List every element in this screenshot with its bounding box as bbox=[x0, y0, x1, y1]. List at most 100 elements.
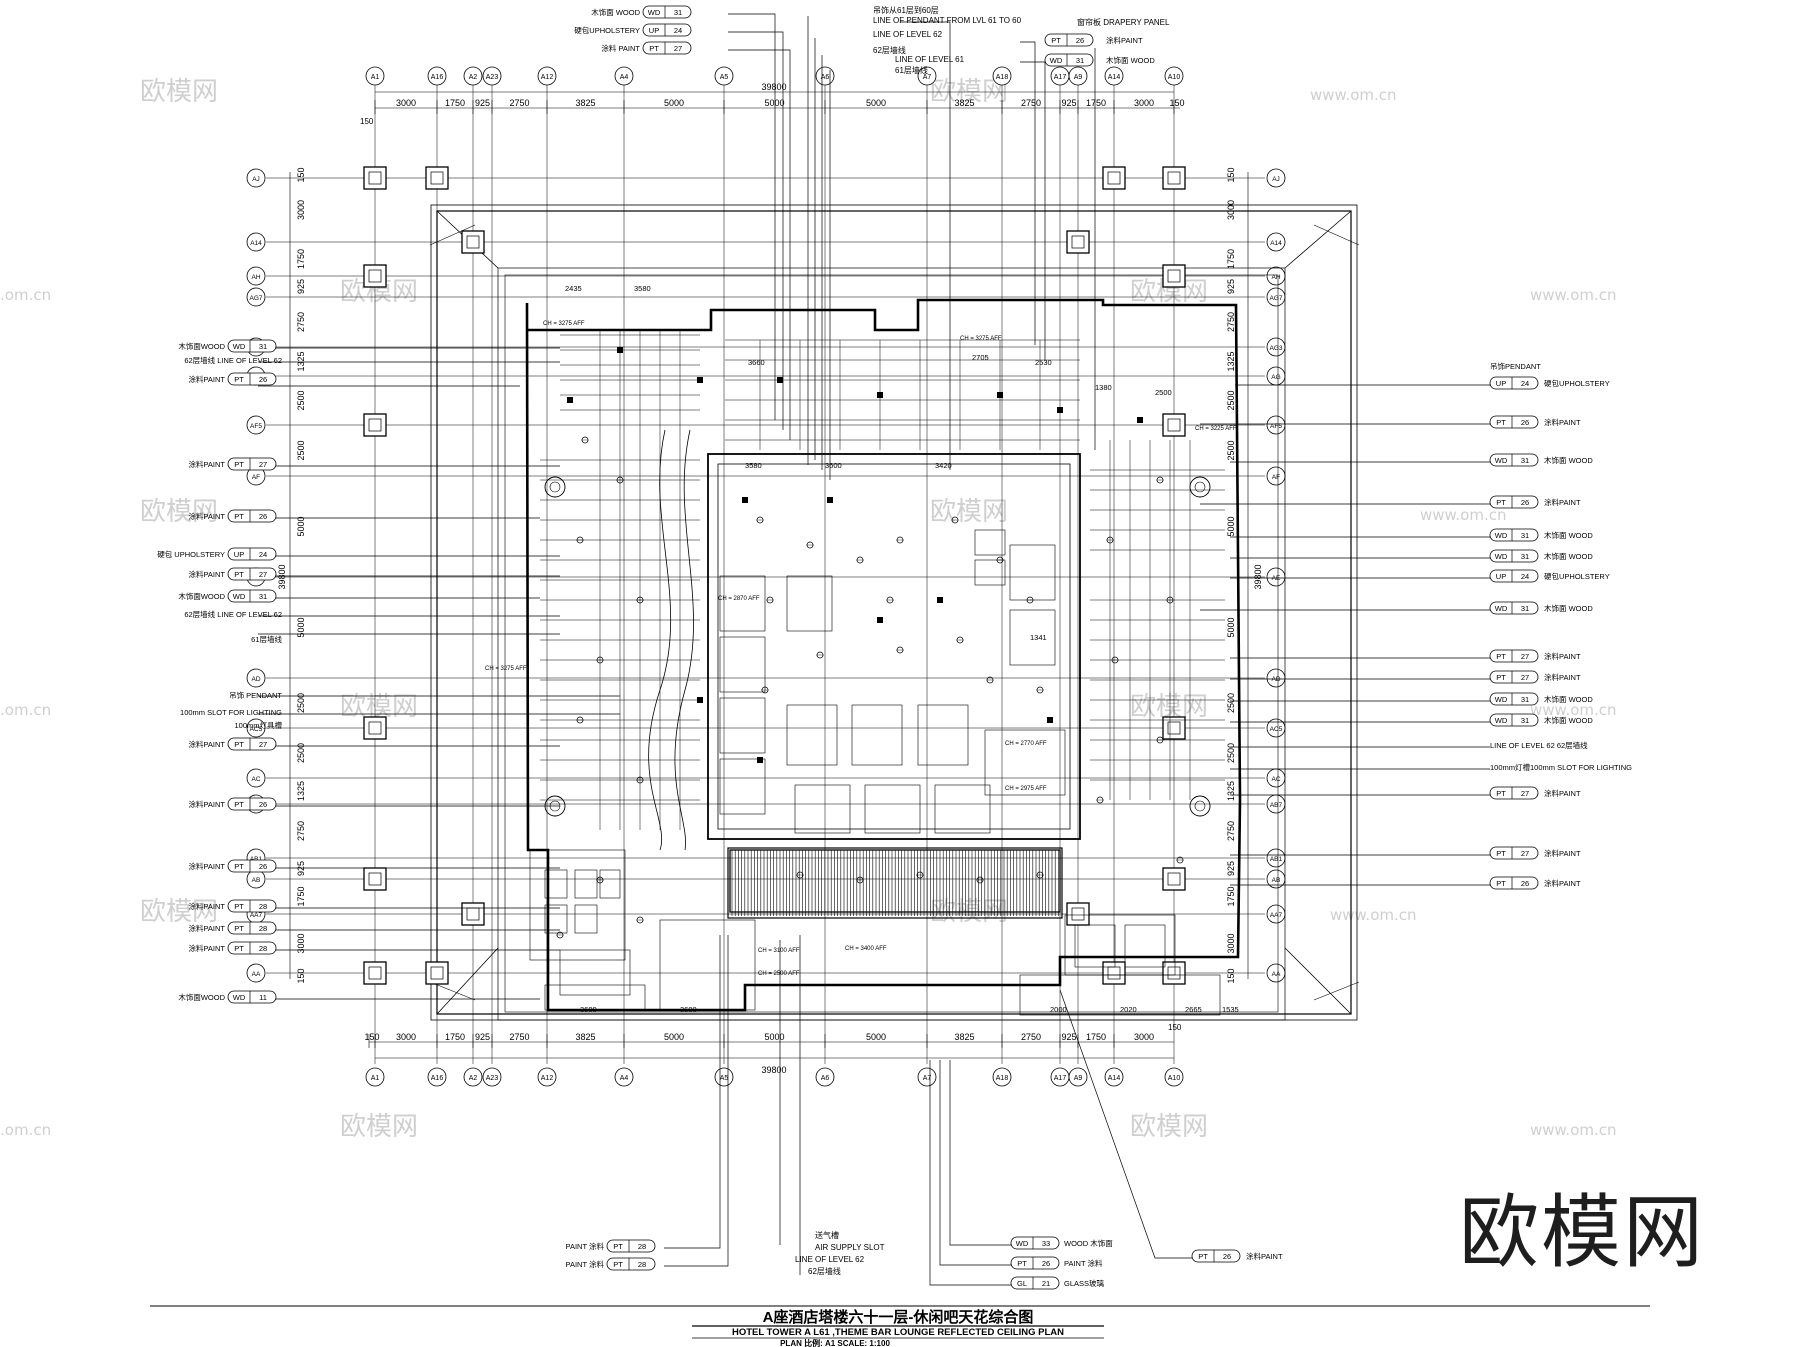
callout-label: 木饰面 WOOD bbox=[1544, 603, 1593, 613]
plan-dim: 2435 bbox=[565, 284, 582, 293]
grid-bubble-label: AG7 bbox=[1269, 295, 1282, 302]
tag-number: 28 bbox=[638, 1242, 646, 1251]
dimension-text: 2750 bbox=[1021, 98, 1041, 108]
tag-capsule bbox=[1489, 876, 1539, 890]
dimension-text: 1325 bbox=[1226, 351, 1236, 371]
plan-dim: 2020 bbox=[1120, 1005, 1137, 1014]
grid-bubble bbox=[246, 287, 266, 307]
grid-bubble bbox=[246, 963, 266, 983]
tag-number: 33 bbox=[1042, 1239, 1050, 1248]
grid-bubble bbox=[246, 232, 266, 252]
grid-bubble bbox=[992, 66, 1012, 86]
plan-dim: 1535 bbox=[1222, 1005, 1239, 1014]
column-core bbox=[466, 235, 480, 249]
grid-bubble bbox=[917, 1067, 937, 1087]
tag-number: 28 bbox=[259, 944, 267, 953]
dimension-text: 5000 bbox=[664, 98, 684, 108]
dimension-text: 2500 bbox=[1226, 390, 1236, 410]
dimension-text: 3825 bbox=[575, 1032, 595, 1042]
tag-code: PT bbox=[1017, 1259, 1027, 1268]
dimension-text: 150 bbox=[296, 968, 306, 983]
tag-number: 31 bbox=[1521, 604, 1529, 613]
grid-bubble-label: AH bbox=[251, 274, 260, 281]
dimension-text: 3000 bbox=[296, 200, 306, 220]
column bbox=[1066, 230, 1090, 254]
sprinkler bbox=[1137, 417, 1143, 423]
tag-number: 27 bbox=[1521, 673, 1529, 682]
callout-label: 硬包UPHOLSTERY bbox=[1544, 571, 1610, 581]
tag-capsule bbox=[606, 1257, 656, 1271]
dimension-text: 5000 bbox=[296, 617, 306, 637]
note-airslot-cn: 送气槽 bbox=[815, 1230, 839, 1240]
tag-code: PT bbox=[1198, 1252, 1208, 1261]
plan-dim: 3580 bbox=[745, 461, 762, 470]
ch-tag: CH = 3275 AFF bbox=[960, 336, 1002, 342]
sprinkler bbox=[1057, 407, 1063, 413]
tag-capsule bbox=[227, 899, 277, 913]
tag-capsule bbox=[227, 372, 277, 386]
callout-note: 62层墙线 LINE OF LEVEL 62 bbox=[184, 355, 282, 365]
grid-bubble-label: AB bbox=[1272, 877, 1281, 884]
dimension-text: 5000 bbox=[1226, 516, 1236, 536]
column-core bbox=[1167, 418, 1181, 432]
column bbox=[1162, 413, 1186, 437]
ceiling-height-tags: CH = 3275 AFF CH = 2870 AFF CH = 3275 AF… bbox=[485, 321, 1237, 977]
tag-capsule bbox=[1489, 453, 1539, 467]
dimension-text: 925 bbox=[296, 279, 306, 294]
dimension-text: 3825 bbox=[954, 1032, 974, 1042]
tag-code: UP bbox=[234, 550, 244, 559]
ch-tag: CH = 3100 AFF bbox=[758, 948, 800, 954]
column-core bbox=[368, 721, 382, 735]
callout-note: 100mm灯具槽 bbox=[234, 720, 282, 730]
tag-capsule bbox=[227, 921, 277, 935]
grid-bubble bbox=[1266, 232, 1286, 252]
grid-bubble bbox=[365, 1067, 385, 1087]
dimension-text: 2750 bbox=[296, 312, 306, 332]
tag-capsule bbox=[1489, 846, 1539, 860]
dimension-text: 150 bbox=[1169, 98, 1184, 108]
grid-bubble-label: AB7 bbox=[1270, 802, 1283, 809]
tag-number: 31 bbox=[1521, 552, 1529, 561]
tag-code: PT bbox=[234, 570, 244, 579]
grid-bubble-label: A7 bbox=[923, 74, 932, 81]
dimension-text: 2750 bbox=[1021, 1032, 1041, 1042]
column bbox=[1162, 716, 1186, 740]
tag-code: PT bbox=[1051, 36, 1061, 45]
tag-code: WD bbox=[1016, 1239, 1029, 1248]
dimension-text: 150 bbox=[296, 167, 306, 182]
tag-code: PT bbox=[234, 800, 244, 809]
grid-bubble-label: AC bbox=[251, 776, 260, 783]
tag-code: PT bbox=[1496, 652, 1506, 661]
watermark-url: www.om.cn bbox=[1330, 906, 1417, 924]
dimension-text: 2500 bbox=[296, 743, 306, 763]
sprinkler bbox=[1047, 717, 1053, 723]
grid-bubble-label: A2 bbox=[469, 1075, 478, 1082]
tag-code: UP bbox=[1496, 379, 1506, 388]
grid-bubble bbox=[537, 66, 557, 86]
column bbox=[363, 716, 387, 740]
tag-capsule bbox=[1044, 53, 1094, 67]
watermark-url: .om.cn bbox=[0, 1121, 51, 1139]
dimension-text: 5000 bbox=[866, 98, 886, 108]
dimension-text: 925 bbox=[475, 98, 490, 108]
grid-bubble-label: A1 bbox=[371, 1075, 380, 1082]
grid-bubble bbox=[992, 1067, 1012, 1087]
grid-bubble-label: A1 bbox=[371, 74, 380, 81]
column-core bbox=[430, 171, 444, 185]
note-level61-cn: 61层墙线 bbox=[895, 65, 928, 75]
grid-bubble-label: A23 bbox=[486, 74, 499, 81]
column bbox=[425, 166, 449, 190]
total-dimension: 39800 bbox=[761, 1065, 786, 1075]
grid-bubble-label: A6 bbox=[821, 1075, 830, 1082]
dimension-text: 150 bbox=[364, 1032, 379, 1042]
grid-bubble-label: AB bbox=[252, 877, 261, 884]
tag-capsule bbox=[1489, 649, 1539, 663]
tag-code: WD bbox=[1495, 552, 1508, 561]
